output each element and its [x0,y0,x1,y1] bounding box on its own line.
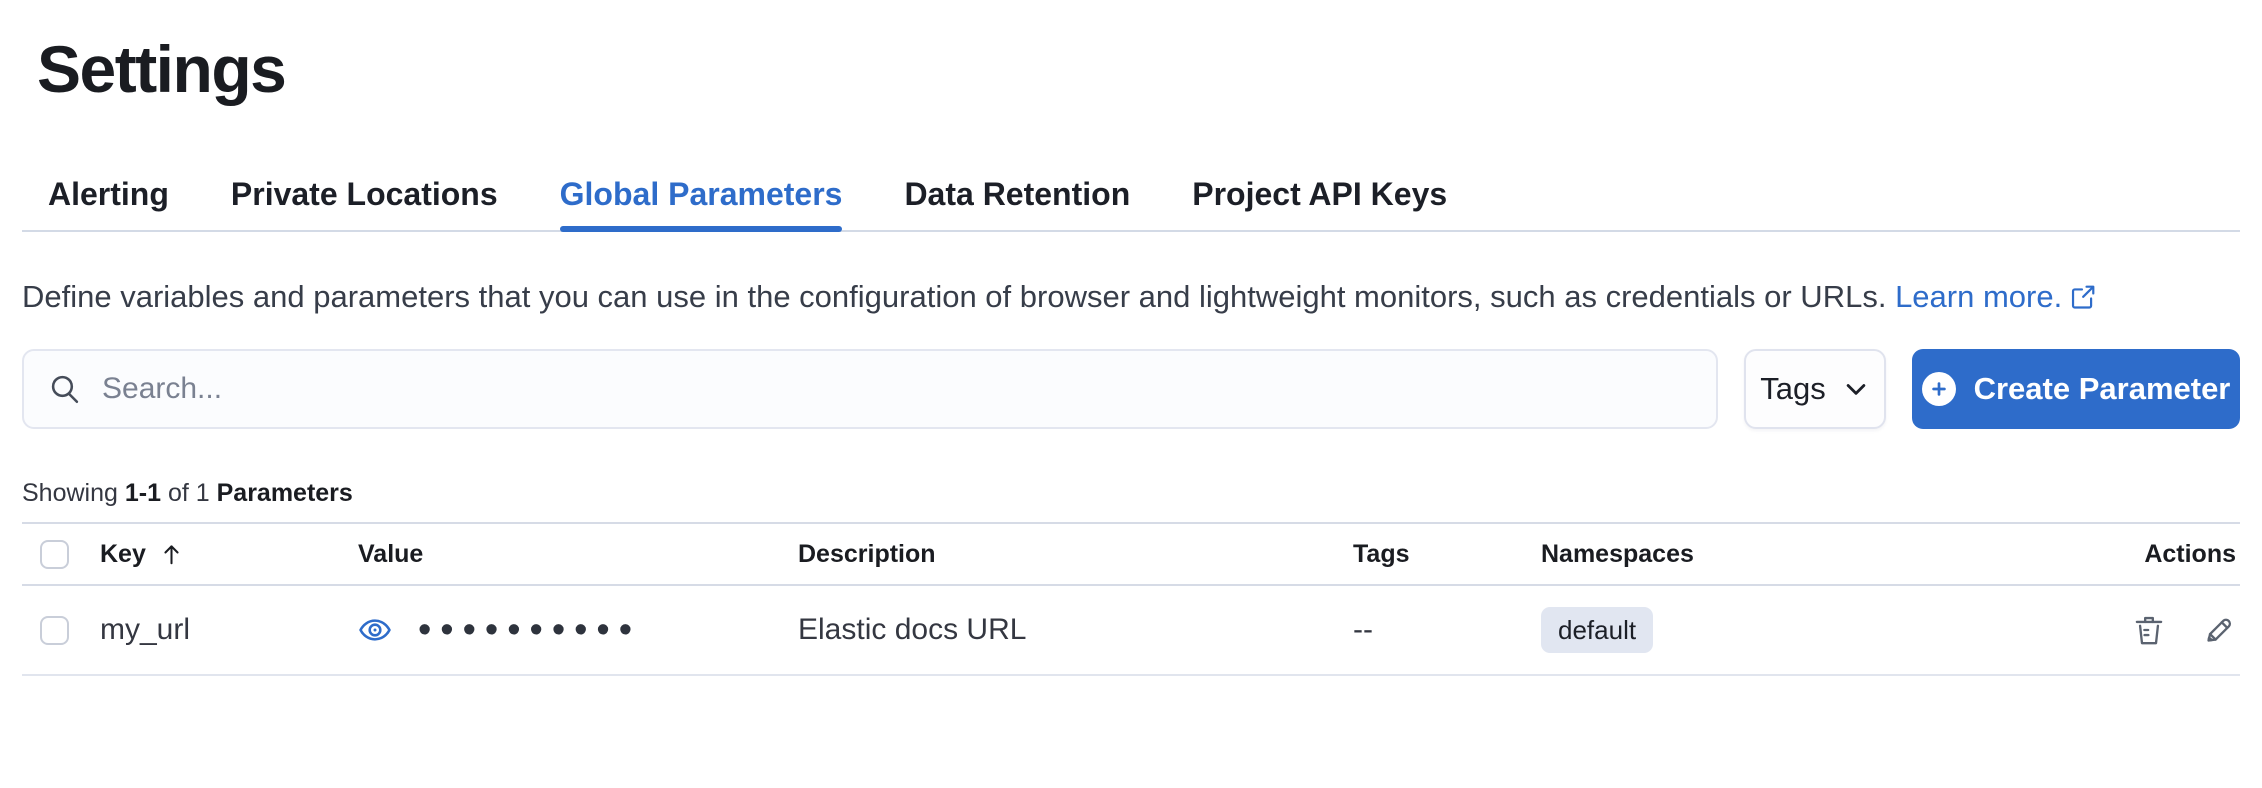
namespace-badge: default [1541,607,1654,653]
column-header-value[interactable]: Value [358,539,424,568]
pencil-icon [2207,618,2231,642]
tags-cell: -- [1353,613,1373,646]
results-range: 1-1 [124,479,161,507]
results-summary: Showing 1-1 of 1 Parameters [22,479,353,507]
chevron-down-icon [1846,384,1866,395]
value-cell: •••••••••• [358,611,798,649]
tab-data-retention[interactable]: Data Retention [904,176,1131,212]
create-parameter-button[interactable]: Create Parameter [1912,349,2240,429]
tabs-bar: Alerting Private Locations Global Parame… [22,174,2240,232]
key-cell: my_url [100,613,191,646]
namespaces-cell: default [1541,607,1901,653]
tags-filter-label: Tags [1760,371,1826,406]
tags-filter-button[interactable]: Tags [1744,349,1886,429]
actions-cell [1901,613,2240,647]
sort-ascending-icon [164,544,179,564]
column-header-actions: Actions [2144,539,2236,568]
search-input[interactable] [102,372,1692,406]
learn-more-link[interactable]: Learn more. [1895,279,2097,314]
results-entity: Parameters [216,479,353,507]
tabs: Alerting Private Locations Global Parame… [48,174,2240,232]
create-parameter-label: Create Parameter [1973,371,2231,406]
search-icon [51,375,79,404]
row-checkbox[interactable] [40,615,69,645]
edit-parameter-button[interactable] [2202,613,2236,647]
tab-private-locations[interactable]: Private Locations [230,176,498,212]
delete-parameter-button[interactable] [2132,613,2166,647]
tab-global-parameters[interactable]: Global Parameters [559,174,842,232]
table-header-row: Key Value Description Tags Namespaces Ac… [22,524,2240,586]
column-header-key[interactable]: Key [100,540,358,569]
masked-value: •••••••••• [418,609,642,651]
tab-alerting[interactable]: Alerting [48,176,169,212]
toolbar: Tags Create Parameter [22,349,2240,429]
settings-page: Settings Alerting Private Locations Glob… [0,34,2262,676]
column-header-tags[interactable]: Tags [1353,539,1410,568]
table-row: my_url •••••••••• Elastic docs URL -- de… [22,586,2240,676]
page-title: Settings [37,32,287,106]
column-header-namespaces[interactable]: Namespaces [1541,539,1694,568]
parameters-table: Key Value Description Tags Namespaces Ac… [22,522,2240,676]
page-description: Define variables and parameters that you… [22,272,2238,321]
description-cell: Elastic docs URL [798,613,1027,646]
column-header-description[interactable]: Description [798,539,936,568]
tab-project-api-keys[interactable]: Project API Keys [1192,176,1448,212]
description-text: Define variables and parameters that you… [22,279,1887,314]
select-all-checkbox[interactable] [40,539,69,569]
plus-icon [1921,372,1956,406]
eye-icon[interactable] [358,613,392,647]
trash-icon [2135,616,2163,645]
external-link-icon [2072,285,2095,309]
search-box[interactable] [22,349,1718,429]
